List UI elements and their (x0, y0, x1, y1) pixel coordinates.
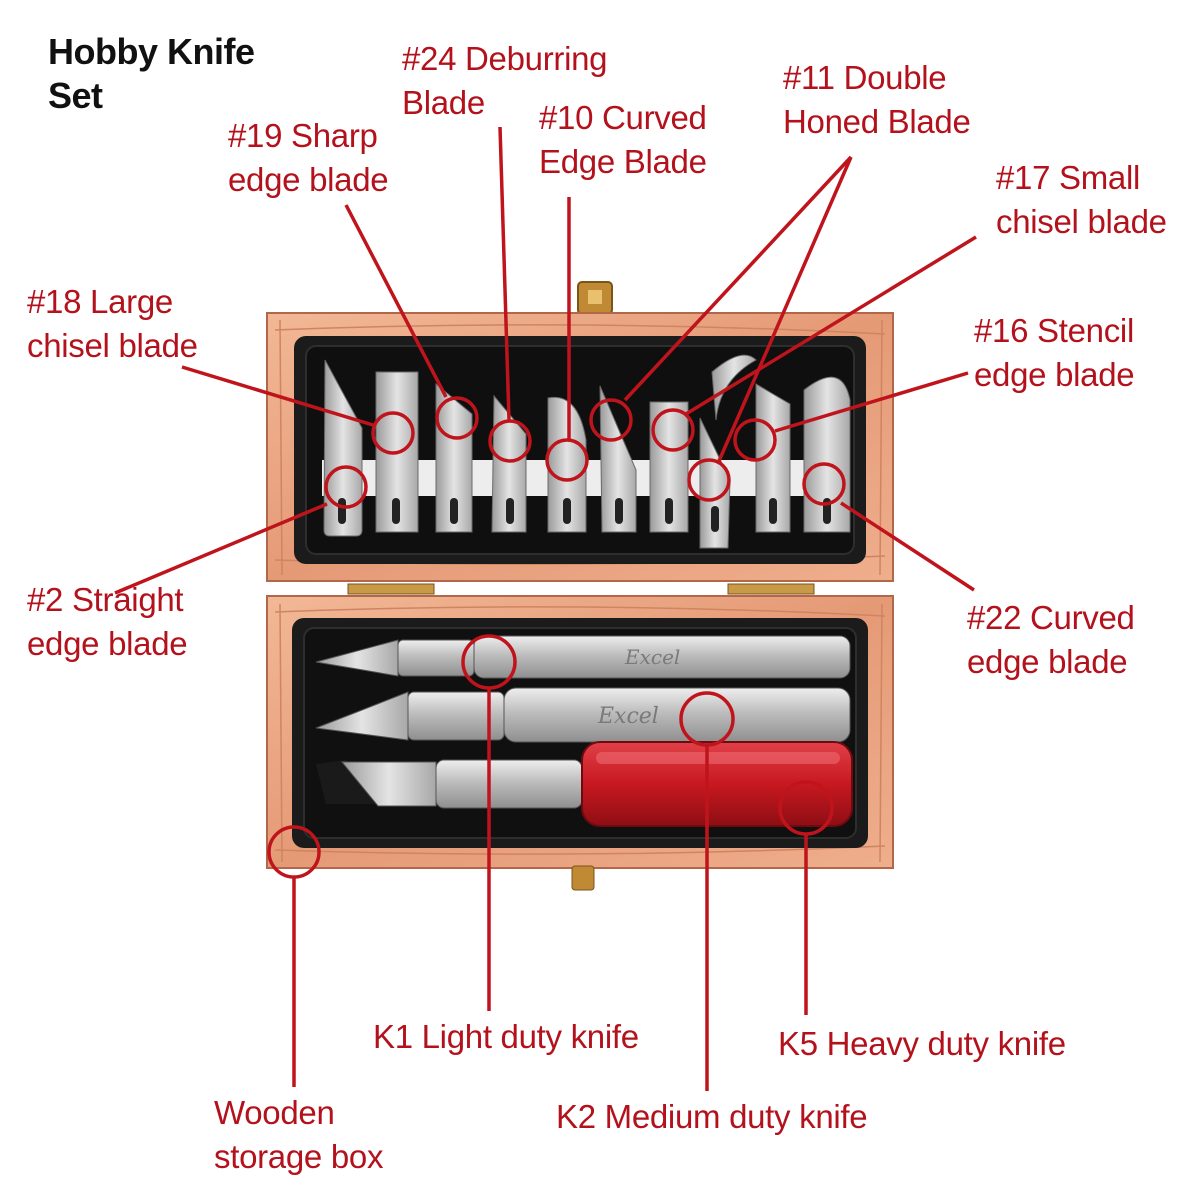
label-knife-k5: K5 Heavy duty knife (778, 1025, 1066, 1062)
label-blade-11: #11 Double Honed Blade (783, 56, 971, 144)
k2-engraving: Excel (597, 704, 659, 729)
hinges (347, 583, 815, 595)
label-blade-18-line2: chisel blade (27, 327, 198, 364)
leader-16 (774, 371, 969, 433)
label-blade-16-line1: #16 Stencil (974, 312, 1134, 349)
label-blade-19-line2: edge blade (228, 161, 389, 198)
circle-17 (651, 408, 695, 452)
label-blade-18-line1: #18 Large (27, 283, 173, 320)
knife-k1: Excel (315, 635, 851, 679)
label-blade-2-line2: edge blade (27, 625, 188, 662)
blade-2 (323, 359, 363, 537)
label-blade-10-line1: #10 Curved (539, 99, 707, 136)
title-line-2: Set (48, 75, 103, 116)
circle-22 (802, 462, 846, 506)
circle-19 (435, 396, 479, 440)
knife-k2: Excel (315, 687, 851, 743)
blade-22 (803, 376, 851, 533)
leader-19 (344, 204, 448, 398)
label-blade-24: #24 Deburring Blade (402, 37, 608, 125)
label-blade-2-line1: #2 Straight (27, 581, 184, 618)
leader-17 (685, 235, 977, 416)
leader-11-a (623, 155, 853, 402)
label-box: Wooden storage box (214, 1091, 383, 1179)
title-line-1: Hobby Knife (48, 31, 255, 72)
blade-10 (547, 396, 587, 533)
label-blade-10: #10 Curved Edge Blade (539, 96, 707, 184)
label-blade-18: #18 Large chisel blade (27, 280, 198, 368)
label-blade-19: #19 Sharp edge blade (228, 114, 389, 202)
label-knife-k1: K1 Light duty knife (373, 1018, 639, 1055)
circle-24 (488, 419, 532, 463)
blade-11-a (599, 385, 637, 533)
label-blade-11-line1: #11 Double (783, 59, 947, 96)
circle-11-b (687, 458, 731, 502)
label-blade-10-line2: Edge Blade (539, 143, 707, 180)
label-blade-16: #16 Stencil edge blade (974, 309, 1135, 397)
label-blade-22: #22 Curved edge blade (967, 596, 1135, 684)
label-blade-24-line1: #24 Deburring (402, 40, 608, 77)
label-blade-17-line2: chisel blade (996, 203, 1167, 240)
knife-k5 (316, 741, 853, 827)
label-blade-16-line2: edge blade (974, 356, 1135, 393)
label-box-line1: Wooden (214, 1094, 335, 1131)
top-latch (577, 281, 613, 315)
label-knife-k2: K2 Medium duty knife (556, 1098, 868, 1135)
leader-18 (181, 365, 374, 427)
label-blade-24-line2: Blade (402, 84, 485, 121)
circle-18 (371, 411, 415, 455)
blade-22-hook (711, 354, 757, 421)
leader-22 (840, 501, 975, 592)
circle-11-a (589, 398, 633, 442)
blade-17 (649, 401, 689, 533)
leader-11-b (717, 156, 853, 462)
blade-row (323, 354, 851, 549)
leader-2 (114, 502, 328, 595)
callouts (114, 126, 977, 1091)
label-blade-17-line1: #17 Small (996, 159, 1141, 196)
page-title: Hobby Knife Set (48, 30, 255, 118)
blade-19 (435, 382, 473, 533)
label-blade-22-line1: #22 Curved (967, 599, 1135, 636)
circle-2 (324, 465, 368, 509)
label-blade-22-line2: edge blade (967, 643, 1128, 680)
circle-10 (545, 438, 589, 482)
label-blade-2: #2 Straight edge blade (27, 578, 188, 666)
circle-16 (733, 418, 777, 462)
label-blade-17: #17 Small chisel blade (996, 156, 1167, 244)
leader-24 (498, 126, 511, 421)
label-blade-11-line2: Honed Blade (783, 103, 971, 140)
label-blade-19-line1: #19 Sharp (228, 117, 378, 154)
k1-engraving: Excel (624, 645, 680, 669)
label-box-line2: storage box (214, 1138, 384, 1175)
